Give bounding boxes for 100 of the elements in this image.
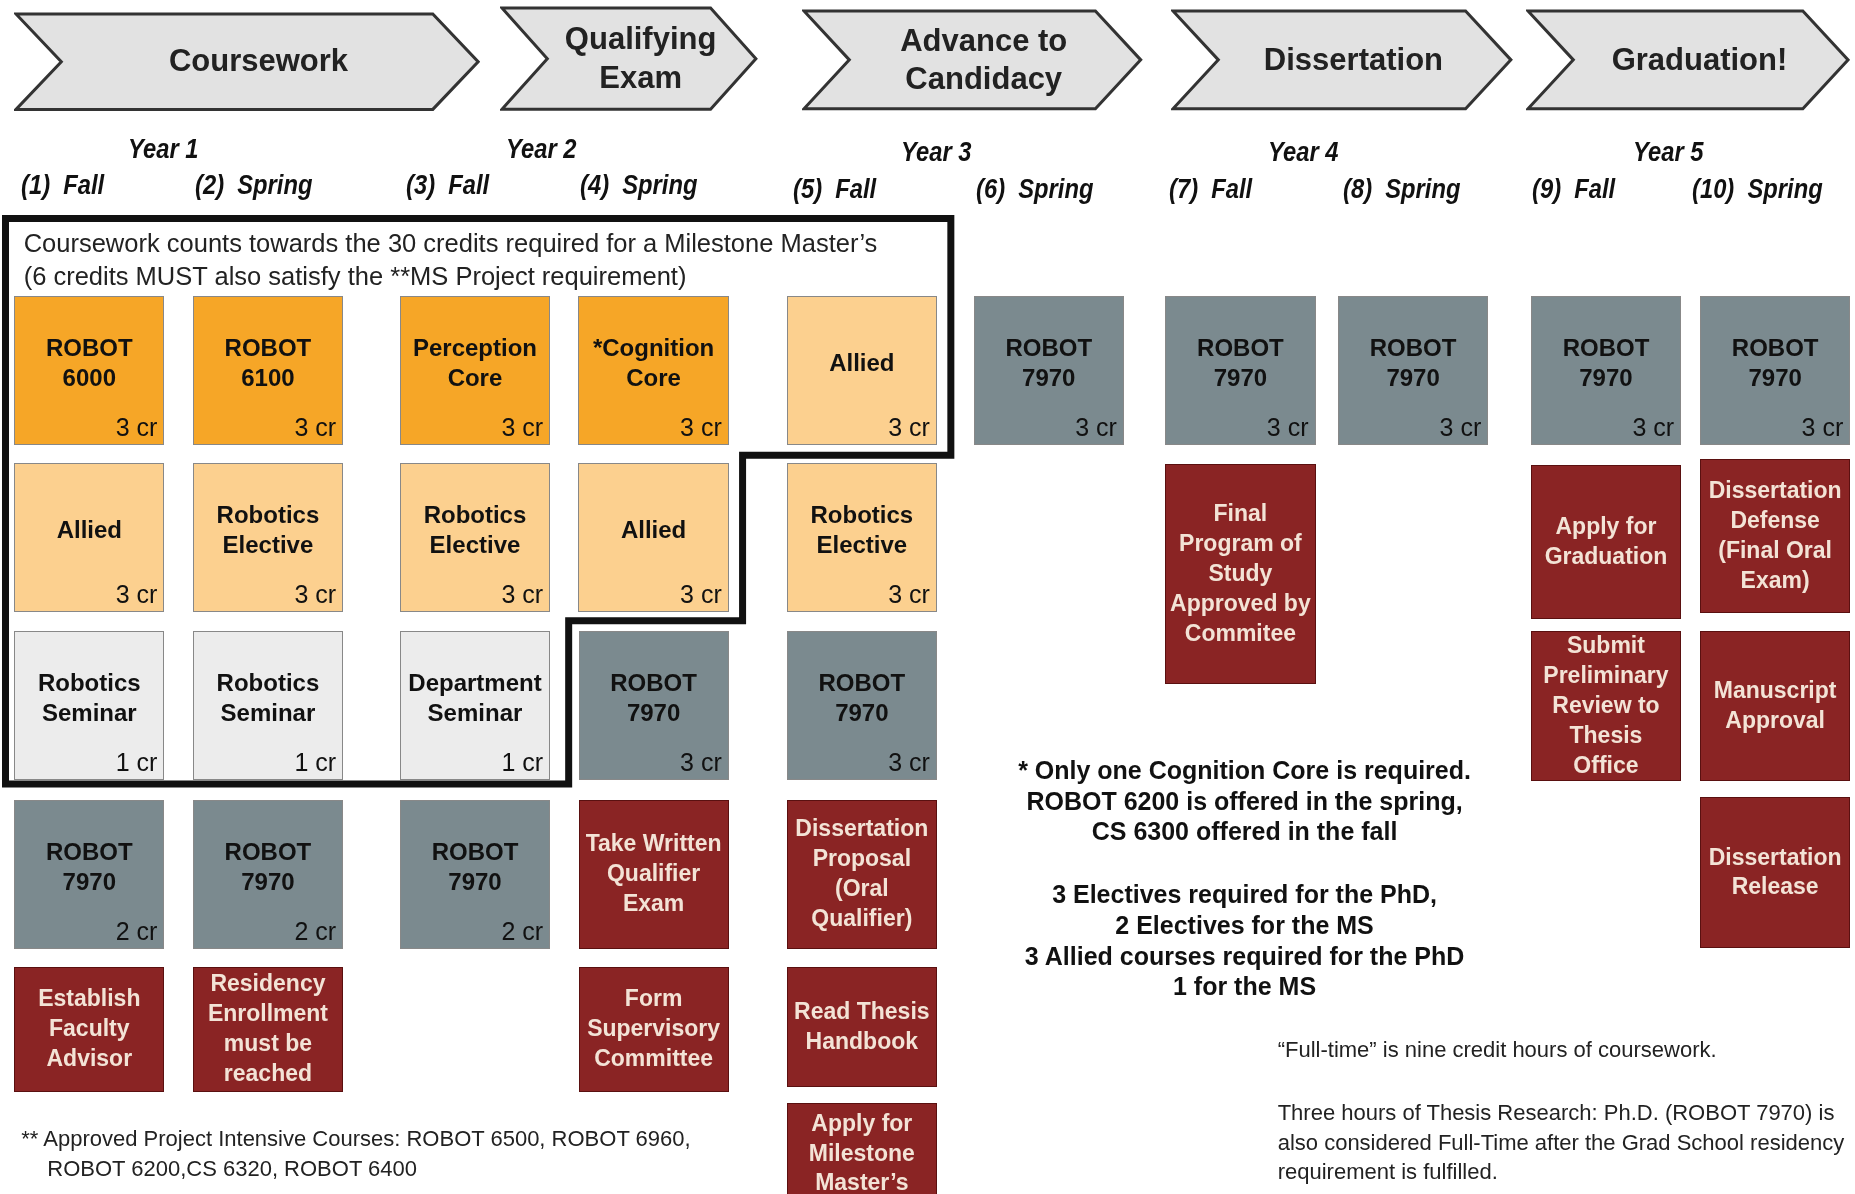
milestone-text: Manuscript Approval bbox=[1712, 675, 1838, 735]
course-box bbox=[786, 630, 937, 780]
note-text: 2 Electives for the MS bbox=[1114, 909, 1375, 940]
course-name: Allied bbox=[828, 348, 896, 379]
milestone-box bbox=[1530, 630, 1682, 781]
milestone-text: Establish Faculty Advisor bbox=[37, 984, 142, 1074]
course-name: ROBOT 7970 bbox=[1368, 333, 1458, 394]
credit-label: 3 cr bbox=[294, 579, 337, 609]
stage-title: Coursework bbox=[167, 42, 350, 81]
credit-label: 3 cr bbox=[501, 412, 544, 442]
note-text: Three hours of Thesis Research: Ph.D. (ROBOT 7970) is also considered Full-Time after the Grad School residency requirement is fulfilled. bbox=[1277, 1098, 1846, 1187]
milestone-box bbox=[1700, 797, 1851, 948]
milestone-text: Read Thesis Handbook bbox=[793, 996, 931, 1056]
credit-label: 1 cr bbox=[501, 747, 544, 777]
year-heading: Year 1 bbox=[127, 133, 199, 165]
semester-label: (10) Spring bbox=[1691, 173, 1823, 205]
course-box bbox=[192, 462, 344, 612]
stage-title: Qualifying Exam bbox=[563, 19, 718, 97]
course-box bbox=[1700, 295, 1851, 445]
milestone-box bbox=[1700, 459, 1851, 613]
credit-label: 3 cr bbox=[1801, 412, 1844, 442]
milestone-text: Dissertation Defense (Final Oral Exam) bbox=[1707, 476, 1843, 595]
credit-label: 3 cr bbox=[888, 747, 930, 777]
milestone-text: Form Supervisory Committee bbox=[586, 984, 722, 1074]
semester-label: (7) Fall bbox=[1168, 173, 1252, 205]
note-text: ** Approved Project Intensive Courses: ROBOT 6500, ROBOT 6960, ROBOT 6200,CS 6320, ROBOT 6400 bbox=[21, 1124, 692, 1183]
region-note: Coursework counts towards the 30 credits required for a Milestone Master’s (6 credits MUST also satisfy the **MS Project requirement) bbox=[23, 228, 879, 293]
course-box bbox=[14, 295, 165, 445]
course-name: ROBOT 7970 bbox=[1561, 333, 1651, 394]
course-box bbox=[399, 295, 551, 445]
stage-banner bbox=[14, 11, 481, 112]
course-name: Robotics Elective bbox=[422, 500, 528, 561]
course-box bbox=[14, 799, 165, 949]
course-name: Robotics Elective bbox=[809, 500, 915, 561]
year-heading: Year 4 bbox=[1268, 137, 1339, 169]
semester-label: (1) Fall bbox=[21, 170, 105, 202]
credit-label: 2 cr bbox=[294, 916, 337, 946]
course-name: Robotics Elective bbox=[215, 500, 321, 561]
milestone-text: Residency Enrollment must be reached bbox=[206, 969, 329, 1089]
milestone-text: Apply for Graduation bbox=[1543, 511, 1669, 571]
course-box bbox=[786, 295, 937, 445]
year-heading: Year 2 bbox=[506, 133, 577, 165]
note-text: 3 Allied courses required for the PhD bbox=[1023, 940, 1466, 971]
course-name: ROBOT 7970 bbox=[44, 837, 134, 898]
stage-banner bbox=[1526, 9, 1851, 112]
credit-label: 3 cr bbox=[1075, 412, 1117, 442]
milestone-text: Final Program of Study Approved by Commitee bbox=[1169, 499, 1312, 648]
course-box bbox=[14, 462, 165, 612]
course-box bbox=[399, 799, 551, 949]
milestone-text: Dissertation Release bbox=[1707, 842, 1843, 902]
course-box bbox=[399, 630, 551, 780]
year-heading: Year 5 bbox=[1632, 137, 1704, 169]
course-box bbox=[973, 295, 1124, 445]
semester-label: (6) Spring bbox=[976, 173, 1094, 205]
course-name: Robotics Seminar bbox=[215, 668, 321, 729]
course-box bbox=[192, 295, 344, 445]
course-name: ROBOT 7970 bbox=[817, 668, 907, 729]
course-box bbox=[192, 630, 344, 780]
semester-label: (5) Fall bbox=[792, 173, 876, 205]
credit-label: 3 cr bbox=[680, 747, 722, 777]
note-text: * Only one Cognition Core is required. bbox=[1017, 754, 1472, 785]
course-name: ROBOT 7970 bbox=[1196, 333, 1285, 394]
course-name: Robotics Seminar bbox=[36, 668, 142, 729]
milestone-box bbox=[14, 966, 165, 1092]
course-box bbox=[578, 295, 729, 445]
credit-label: 1 cr bbox=[115, 747, 158, 777]
milestone-box bbox=[192, 966, 344, 1092]
credit-label: 3 cr bbox=[115, 579, 158, 609]
milestone-text: Apply for Milestone Master’s bbox=[807, 1108, 916, 1194]
course-name: *Cognition Core bbox=[591, 333, 716, 394]
course-name: ROBOT 7970 bbox=[1004, 333, 1094, 394]
milestone-box bbox=[786, 966, 937, 1088]
course-box bbox=[14, 630, 165, 780]
semester-label: (4) Spring bbox=[579, 170, 698, 202]
course-box bbox=[1338, 295, 1489, 445]
semester-label: (9) Fall bbox=[1532, 173, 1616, 205]
course-box bbox=[399, 462, 551, 612]
stage-banner bbox=[500, 5, 759, 112]
stage-title: Advance to Candidacy bbox=[899, 21, 1069, 99]
course-name: Allied bbox=[619, 515, 688, 546]
course-box bbox=[786, 462, 937, 612]
stage-banner bbox=[802, 9, 1143, 112]
course-box bbox=[1165, 295, 1316, 445]
credit-label: 3 cr bbox=[1632, 412, 1675, 442]
milestone-box bbox=[786, 1102, 937, 1194]
stage-title: Dissertation bbox=[1262, 40, 1444, 79]
course-name: Allied bbox=[55, 515, 123, 546]
credit-label: 3 cr bbox=[680, 579, 722, 609]
credit-label: 3 cr bbox=[115, 412, 158, 442]
credit-label: 3 cr bbox=[1439, 412, 1482, 442]
course-name: Perception Core bbox=[411, 333, 538, 394]
note-text: “Full-time” is nine credit hours of coursework. bbox=[1277, 1036, 1718, 1065]
milestone-box bbox=[1700, 630, 1851, 781]
year-heading: Year 3 bbox=[901, 137, 972, 169]
note-text: 1 for the MS bbox=[1172, 971, 1318, 1002]
milestone-box bbox=[786, 799, 937, 949]
credit-label: 3 cr bbox=[888, 412, 930, 442]
course-name: ROBOT 6100 bbox=[223, 333, 313, 394]
stage-banner bbox=[1171, 9, 1514, 112]
course-name: ROBOT 6000 bbox=[44, 333, 134, 394]
